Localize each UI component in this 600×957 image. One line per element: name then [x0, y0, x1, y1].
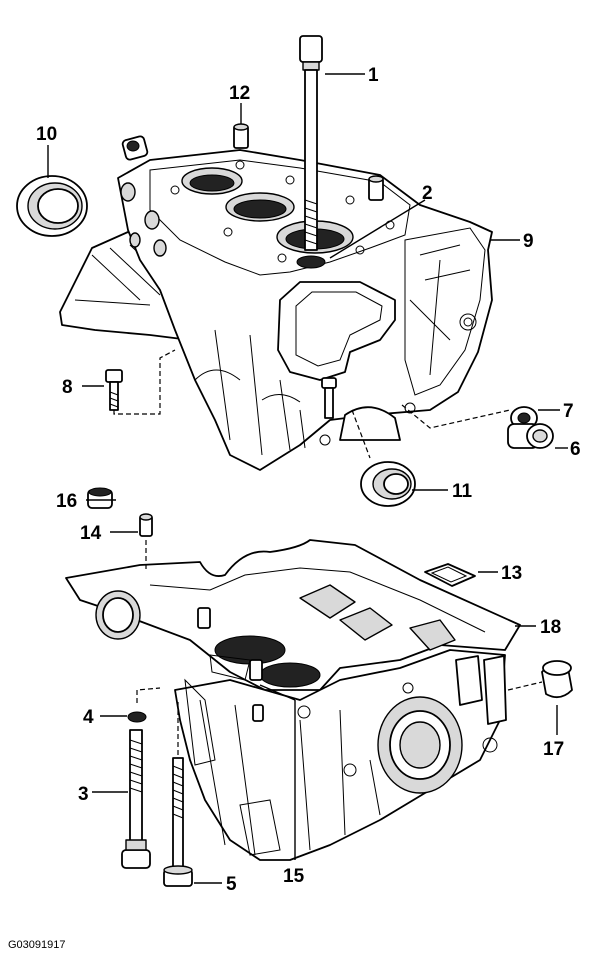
gasket-part-13	[424, 563, 476, 587]
callout-6: 6	[570, 439, 581, 460]
callout-18: 18	[540, 617, 561, 638]
callout-3: 3	[78, 784, 89, 805]
callout-14: 14	[80, 523, 102, 544]
callout-5: 5	[226, 874, 237, 895]
bolt-part-5	[163, 757, 193, 887]
callout-12: 12	[229, 83, 250, 104]
callout-8: 8	[62, 377, 73, 398]
dowel-part-14	[139, 513, 153, 537]
figure-id: G03091917	[8, 939, 66, 951]
callout-16: 16	[56, 491, 77, 512]
callout-9: 9	[523, 231, 534, 252]
bolt-part-3	[121, 729, 151, 869]
callout-15: 15	[283, 866, 305, 887]
callout-1: 1	[368, 65, 379, 86]
washer-part-4	[127, 711, 147, 723]
dowel-lower-body	[197, 607, 264, 722]
callout-labels: 1 2 3 4 5 6 7 8 9 10 11 12 13 14 15 16 1…	[36, 65, 581, 895]
plug-cap-part-17	[541, 660, 573, 699]
leader-lines	[47, 73, 568, 884]
bolt-part-8	[105, 369, 123, 411]
callout-11: 11	[452, 481, 473, 502]
seal-ring-part-10	[16, 175, 88, 237]
callout-7: 7	[563, 401, 574, 422]
dowel-right-upper	[368, 175, 384, 201]
washer-part-2	[296, 255, 326, 269]
plug-part-6	[507, 423, 554, 449]
sleeve-part-16	[87, 487, 113, 509]
bolt-block-bottom	[321, 377, 337, 419]
assembly-dash-lines	[113, 349, 543, 755]
long-bolt-part-1	[299, 35, 323, 251]
callout-2: 2	[422, 183, 433, 204]
upper-crankcase	[59, 149, 493, 471]
dowel-sleeve-upper	[121, 135, 149, 161]
seal-ring-part-11	[360, 461, 416, 507]
dowel-part-12	[233, 123, 249, 149]
callout-4: 4	[83, 707, 94, 728]
callout-13: 13	[501, 563, 522, 584]
callout-10: 10	[36, 124, 57, 145]
callout-17: 17	[543, 739, 564, 760]
lower-crankcase	[65, 539, 521, 861]
